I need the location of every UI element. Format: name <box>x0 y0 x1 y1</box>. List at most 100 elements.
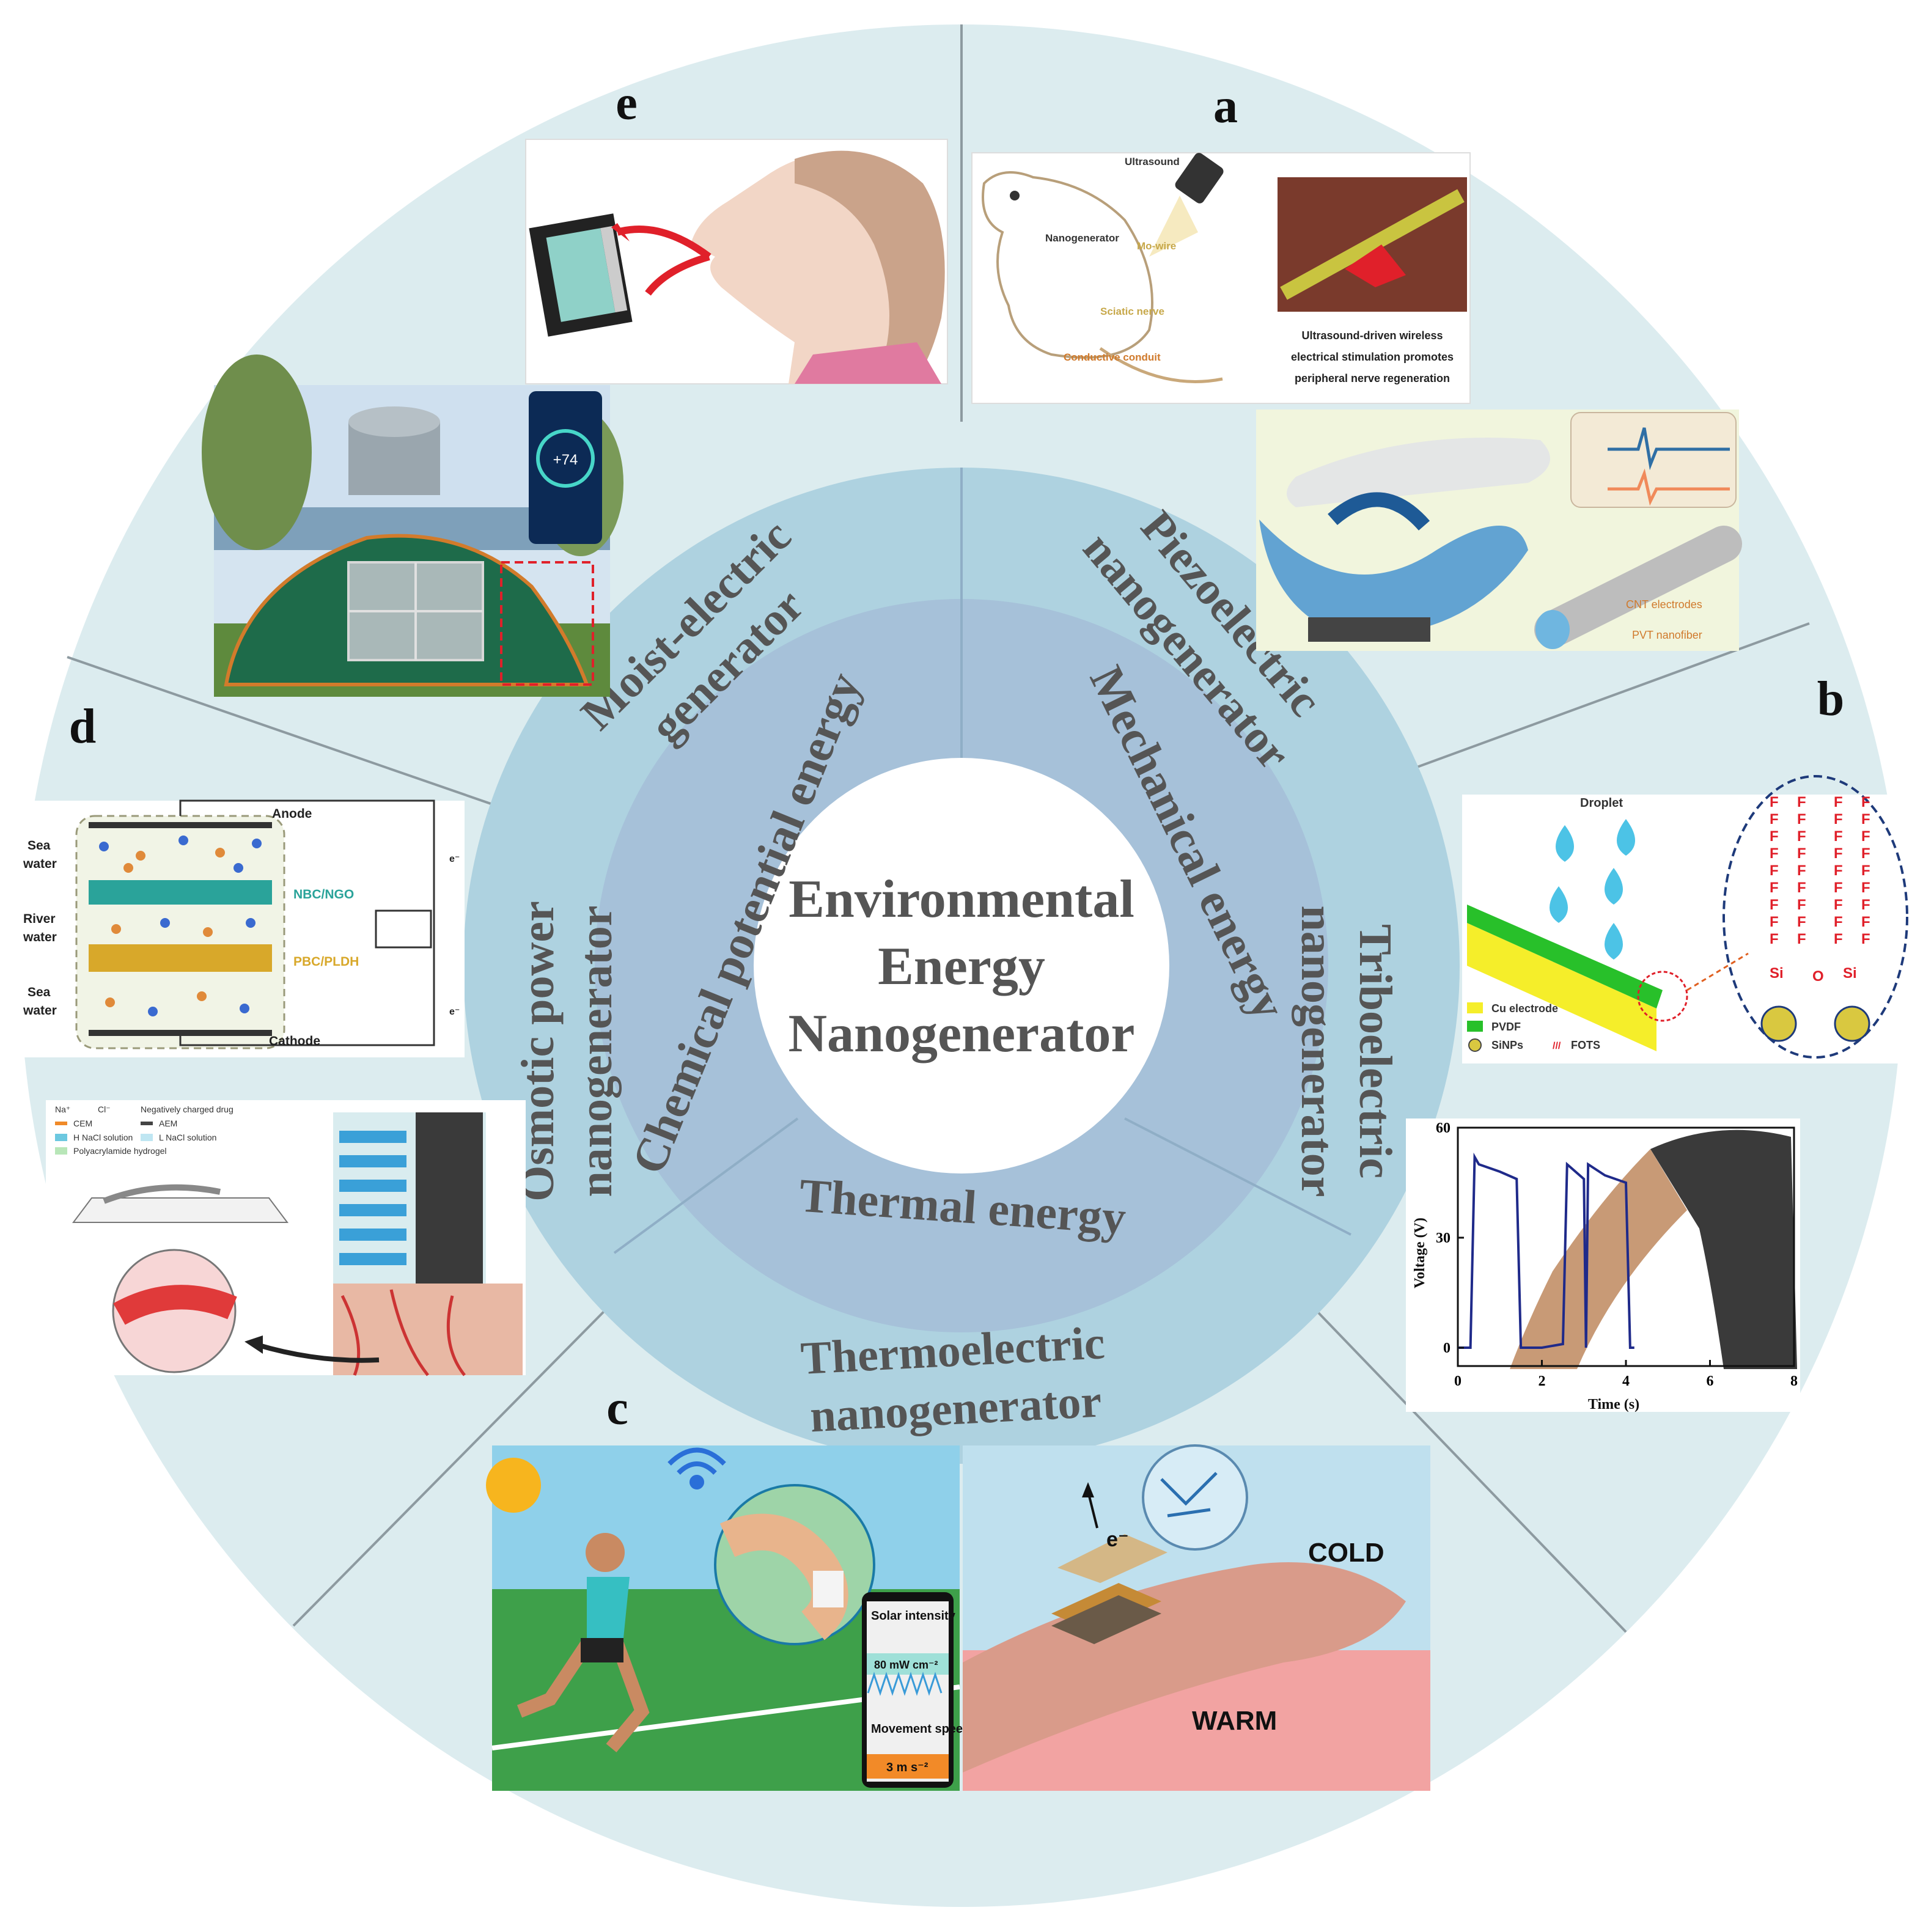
label-conduit: Conductive conduit <box>1064 351 1161 363</box>
legend-hydrogel: Polyacrylamide hydrogel <box>73 1146 167 1156</box>
electron-label-d1: e⁻ <box>449 854 460 864</box>
o-label-1: O <box>1812 968 1824 985</box>
si-label-2: Si <box>1843 965 1857 982</box>
solar-label: Solar intensity <box>871 1609 956 1623</box>
runner-icon <box>517 1533 650 1753</box>
fluorine-atom: F <box>1861 845 1870 862</box>
osmotic-label-line-2: nanogenerator <box>570 905 622 1197</box>
x-tick-label: 2 <box>1539 1373 1546 1389</box>
fluorine-atom: F <box>1770 897 1779 913</box>
fluorine-atom: F <box>1834 880 1843 896</box>
fluorine-atom: F <box>1797 897 1806 913</box>
fluorine-atom: F <box>1770 880 1779 896</box>
fiber-icon <box>1534 526 1742 649</box>
sea-label-2b: water <box>23 1004 57 1018</box>
ion-dot <box>197 991 207 1001</box>
fluorine-atom: F <box>1861 794 1870 810</box>
osmotic-label: Osmotic power nanogenerator <box>512 901 622 1202</box>
panel-a-caption-3: peripheral nerve regeneration <box>1295 372 1450 384</box>
fluorine-atom: F <box>1770 862 1779 879</box>
legend-cem: CEM <box>73 1118 92 1128</box>
center-title-line-3: Nanogenerator <box>789 1004 1135 1063</box>
river-label-b: water <box>23 930 57 944</box>
fluorine-atom: F <box>1861 880 1870 896</box>
y-tick-label: 30 <box>1436 1230 1451 1246</box>
fluorine-atom: F <box>1770 794 1779 810</box>
fluorine-atom: F <box>1770 828 1779 845</box>
sea-label-1b: water <box>23 857 57 871</box>
ion-dot <box>215 848 225 858</box>
label-nanogenerator: Nanogenerator <box>1045 232 1119 244</box>
fluorine-atom: F <box>1834 914 1843 930</box>
sea-label-1a: Sea <box>28 839 51 853</box>
fluorine-atom: F <box>1861 897 1870 913</box>
solar-value: 80 mW cm⁻² <box>874 1659 938 1671</box>
pbc-label: PBC/PLDH <box>293 955 359 969</box>
panel-d-osmotic: Anode Cathode Sea water River water Sea … <box>18 799 465 1057</box>
cathode-label: Cathode <box>269 1034 320 1048</box>
warm-label: WARM <box>1192 1706 1277 1736</box>
fluorine-atom: F <box>1797 862 1806 879</box>
electron-label-d2: e⁻ <box>449 1007 460 1017</box>
ion-dot <box>111 924 121 934</box>
tribo-label-line-2: nanogenerator <box>1292 905 1343 1197</box>
fluorine-atom: F <box>1834 794 1843 810</box>
panel-letter-c: c <box>606 1381 628 1435</box>
center-title: Environmental Energy Nanogenerator <box>789 870 1135 1063</box>
panel-e-tent-photo: +74 <box>202 354 623 697</box>
movement-label: Movement speed <box>871 1722 970 1736</box>
breath-arrow-icon <box>616 226 711 260</box>
wifi-icon <box>667 1447 726 1489</box>
fluorine-atom: F <box>1770 931 1779 947</box>
phone-readout: +74 <box>553 452 578 468</box>
x-tick-label: 0 <box>1454 1373 1462 1389</box>
y-tick-label: 0 <box>1443 1340 1451 1356</box>
label-sciatic: Sciatic nerve <box>1100 306 1164 317</box>
fluorine-atom: F <box>1861 931 1870 947</box>
legend-sinps: SiNPs <box>1491 1039 1523 1051</box>
ion-dot <box>252 839 262 848</box>
ion-dot <box>123 863 133 873</box>
legend-aem: AEM <box>159 1118 177 1128</box>
solar-phone-icon <box>862 1592 954 1788</box>
x-tick-label: 6 <box>1707 1373 1714 1389</box>
fluorine-atom: F <box>1834 862 1843 879</box>
river-label-a: River <box>23 912 56 926</box>
ion-dot <box>203 927 213 937</box>
ion-dot <box>136 851 145 861</box>
panel-a-nerve: Ultrasound Nanogenerator Mo-wire Sciatic… <box>971 152 1471 404</box>
x-tick-label: 4 <box>1622 1373 1630 1389</box>
ion-dot <box>160 918 170 928</box>
fluorine-atom: F <box>1834 845 1843 862</box>
fluorine-atom: F <box>1797 931 1806 947</box>
si-label-1: Si <box>1770 965 1784 982</box>
fluorine-atom: F <box>1834 931 1843 947</box>
legend-drug: Negatively charged drug <box>141 1104 233 1114</box>
panel-c-runner: Solar intensity 80 mW cm⁻² Movement spee… <box>486 1445 970 1791</box>
anode-label: Anode <box>272 807 312 821</box>
panel-a-caption-2: electrical stimulation promotes <box>1291 351 1454 363</box>
chart-xlabel: Time (s) <box>1588 1397 1639 1412</box>
panel-b-droplet: Droplet Cu electrode PVDF SiNPs /// FOTS… <box>1462 775 1908 1063</box>
x-tick-label: 8 <box>1790 1373 1798 1389</box>
label-mo-wire: Mo-wire <box>1137 240 1176 252</box>
fluorine-atom: F <box>1797 794 1806 810</box>
legend-cu: Cu electrode <box>1491 1002 1558 1015</box>
legend-na: Na⁺ <box>55 1104 70 1114</box>
ion-dot <box>233 863 243 873</box>
fluorine-atom: F <box>1797 845 1806 862</box>
tribo-label: Triboelectric nanogenerator <box>1292 905 1401 1197</box>
label-ultrasound: Ultrasound <box>1125 156 1180 167</box>
ion-dot <box>246 918 256 928</box>
fluorine-atom: F <box>1797 828 1806 845</box>
panel-d-skin: Na⁺ Cl⁻ Negatively charged drug CEM AEM … <box>46 1100 526 1376</box>
label-droplet: Droplet <box>1580 796 1623 810</box>
smartphone-icon: +74 <box>529 391 602 544</box>
chart-ylabel: Voltage (V) <box>1412 1218 1428 1288</box>
sea-label-2a: Sea <box>28 985 51 999</box>
panel-letter-a: a <box>1213 79 1238 133</box>
ion-dot <box>105 997 115 1007</box>
